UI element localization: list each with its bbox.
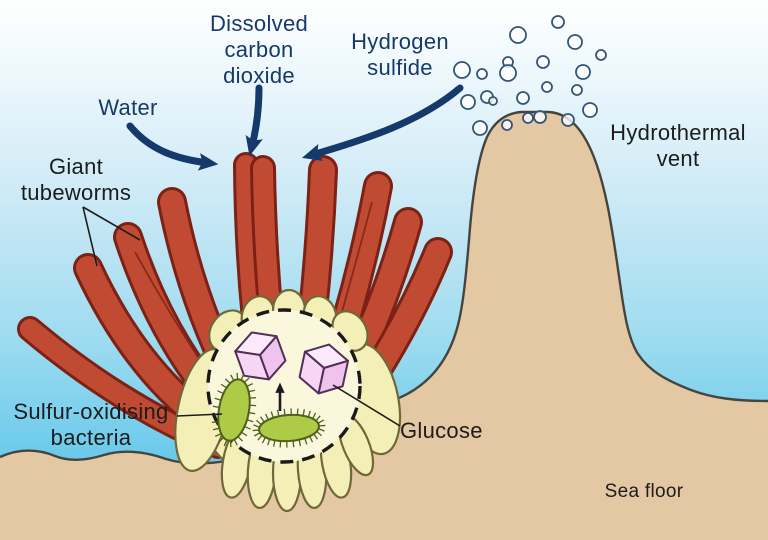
cilia-hair <box>224 378 232 385</box>
cilia-hair <box>270 411 275 419</box>
cilia-hair <box>311 412 317 420</box>
label-giant-tubeworms: Giant tubeworms <box>20 154 132 205</box>
bubble-icon <box>522 112 534 124</box>
glucose-cube-left <box>234 331 287 381</box>
cilia-hair <box>245 418 254 423</box>
cilia-hair <box>253 431 262 437</box>
bubble-icon <box>476 68 488 80</box>
cilia-hair <box>240 431 248 437</box>
bubble-icon <box>567 34 583 50</box>
cilia-hair <box>217 390 225 395</box>
cilia-hair <box>292 439 295 448</box>
cilia-hair <box>247 389 256 393</box>
leader-line-tubeworms-2 <box>82 206 141 241</box>
cilia-hair <box>214 397 223 402</box>
cilia-hair <box>240 373 245 382</box>
cilia-hair <box>236 435 244 442</box>
cilia-hair <box>233 438 238 446</box>
cilia-hair <box>283 408 286 417</box>
cilia-hair <box>276 409 280 418</box>
bubble-icon <box>582 102 598 118</box>
cilia-hair <box>308 435 314 443</box>
cilia-hair <box>230 374 235 382</box>
cilia-hair <box>316 419 325 425</box>
bubble-icon <box>472 120 488 136</box>
label-hydrogen-sulfide: Hydrogen sulfide <box>351 29 449 80</box>
cilia-hair <box>252 429 261 432</box>
cilia-hair <box>245 383 253 388</box>
bubble-icon <box>536 55 550 69</box>
bubble-icon <box>575 64 591 80</box>
label-hydrothermal-vent: Hydrothermal vent <box>610 120 746 171</box>
bubble-icon <box>516 91 530 105</box>
bubble-icon <box>571 84 583 96</box>
bubble-icon <box>499 64 517 82</box>
bubble-icon <box>460 94 476 110</box>
bubble-icon <box>488 96 498 106</box>
cilia-hair <box>267 437 271 446</box>
cilia-hair <box>248 396 257 399</box>
hydrogen-sulfide-bubbles <box>453 15 607 136</box>
cilia-hair <box>264 413 270 421</box>
leader-line-glucose <box>332 384 401 427</box>
leader-line-bacteria <box>176 413 223 417</box>
cilia-hair <box>220 383 228 389</box>
h2s-arrow-icon <box>301 84 464 161</box>
cilia-hair <box>215 432 223 437</box>
cilia-hair <box>211 421 220 424</box>
cilia-hair <box>218 436 225 443</box>
label-dissolved-co2: Dissolved carbon dioxide <box>209 11 309 88</box>
bubble-icon <box>501 119 513 131</box>
cilia-hair <box>314 415 321 422</box>
cilia-hair <box>223 438 228 447</box>
cilia-hair <box>279 439 282 448</box>
bubble-icon <box>541 81 553 93</box>
cilia-hair <box>317 424 326 427</box>
label-sea-floor: Sea floor <box>604 481 684 502</box>
label-water: Water <box>98 95 158 120</box>
cilia-hair <box>298 438 302 447</box>
cilia-hair <box>296 408 299 417</box>
cilia-hair <box>243 425 251 430</box>
cilia-hair <box>307 410 311 419</box>
co2-arrow-icon <box>245 84 263 157</box>
bubble-icon <box>453 61 471 79</box>
bubble-icon <box>509 26 527 44</box>
cilia-hair <box>243 377 250 384</box>
cilia-hair <box>247 411 256 415</box>
bubble-icon <box>561 113 575 127</box>
cilia-hair <box>257 434 264 441</box>
cilia-hair <box>261 436 267 444</box>
cilia-hair <box>315 430 322 437</box>
cilia-hair <box>260 416 266 424</box>
seafloor-vent-shape <box>0 112 768 540</box>
cilia-hair <box>312 432 318 440</box>
cilia-hair <box>229 439 232 448</box>
water-arrow-icon <box>126 122 219 171</box>
leader-line-tubeworms-1 <box>82 206 98 267</box>
label-glucose: Glucose <box>400 418 483 443</box>
cilia-hair <box>302 409 305 417</box>
seafloor-and-vent <box>0 110 768 540</box>
bubble-icon <box>533 110 547 124</box>
cilia-hair <box>212 405 221 409</box>
cilia-hair <box>253 424 261 429</box>
cilia-hair <box>303 437 308 445</box>
cilia-hair <box>236 372 239 381</box>
bubble-icon <box>595 49 607 61</box>
bubble-icon <box>551 15 565 29</box>
seafloor-vent-outline <box>0 110 768 465</box>
bacteria-cilia <box>211 372 326 448</box>
glucose-cube-right <box>298 343 350 395</box>
cilia-hair <box>212 427 221 431</box>
label-sulfur-bacteria: Sulfur-oxidising bacteria <box>13 399 169 450</box>
cilia-hair <box>273 439 276 447</box>
cilia-hair <box>317 427 325 432</box>
cilia-hair <box>256 419 263 426</box>
